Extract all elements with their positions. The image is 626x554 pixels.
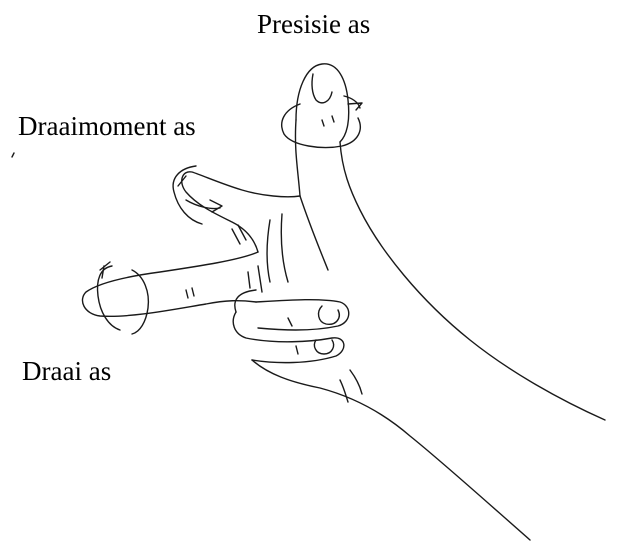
thumb: [295, 64, 605, 420]
spin-axis-ring-icon: [98, 262, 149, 334]
stray-mark: [12, 153, 14, 157]
spin-axis-label: Draai as: [22, 358, 111, 385]
precision-axis-label: Presisie as: [257, 11, 370, 38]
torque-axis-label: Draaimoment as: [18, 113, 196, 140]
palm-and-wrist: [252, 196, 530, 540]
index-finger: [182, 172, 300, 252]
